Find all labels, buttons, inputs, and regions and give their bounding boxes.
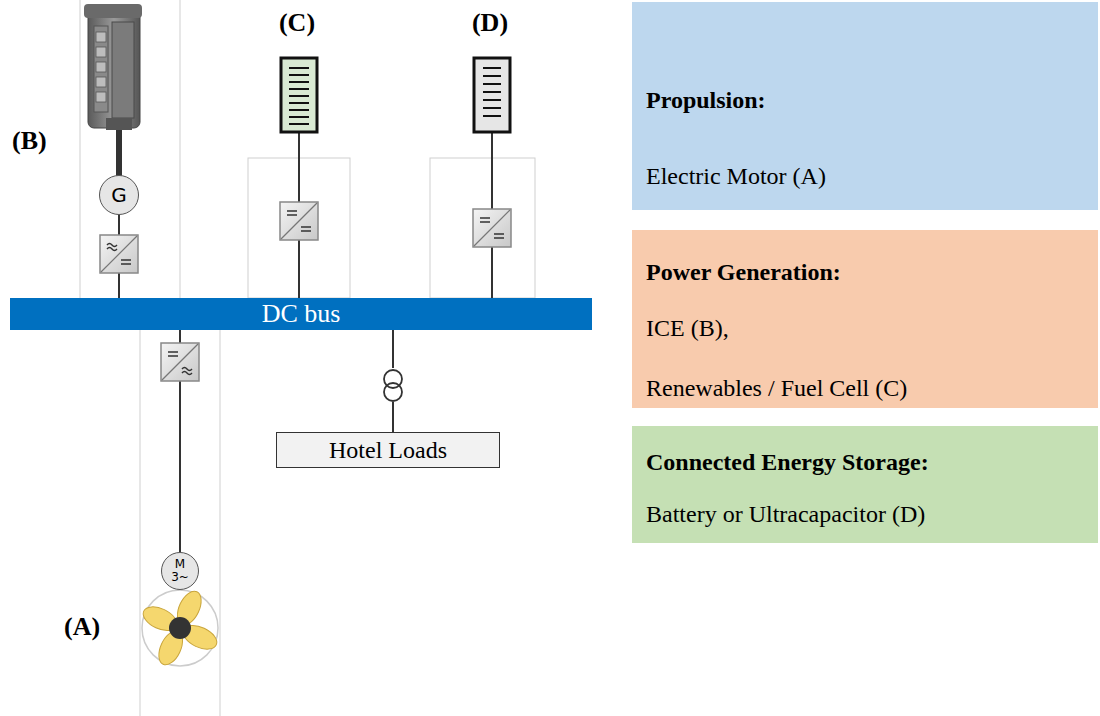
node-label: Hotel Loads <box>329 437 447 464</box>
legend-heading: Propulsion: <box>646 86 766 114</box>
hotel-loads-box: Hotel Loads <box>276 432 500 468</box>
motor-circle: M3~ <box>161 552 199 590</box>
node-label: G <box>111 185 127 206</box>
dc-ac-converter <box>161 343 199 381</box>
legend-text: Battery or Ultracapacitor (D) <box>646 500 925 528</box>
legend-heading: Connected Energy Storage: <box>646 448 929 476</box>
legend-panel: Power Generation: ICE (B), Renewables / Fu… <box>630 228 1100 410</box>
transformer-symbol <box>383 368 403 402</box>
fuel-cell-icon <box>281 58 317 132</box>
legend-text: Electric Motor (A) <box>646 162 826 190</box>
legend-heading: Power Generation: <box>646 258 841 286</box>
column-guides <box>80 0 535 716</box>
node-label: M <box>175 558 185 571</box>
callout-letter: (C) <box>279 8 315 38</box>
legend-panel: Propulsion: Electric Motor (A) <box>630 0 1100 212</box>
engine-illustration <box>84 4 142 176</box>
dc-dc-converter <box>280 202 318 240</box>
callout-letter: (B) <box>12 126 47 156</box>
legend-text: ICE (B), <box>646 314 729 342</box>
callout-letter: (D) <box>472 8 508 38</box>
wire <box>299 132 492 298</box>
dc-dc-converter <box>473 209 511 247</box>
node-label: 3~ <box>171 571 189 584</box>
callout-letter: (A) <box>64 612 100 642</box>
propeller-illustration <box>140 588 221 669</box>
legend-panel: Connected Energy Storage: Battery or Ultr… <box>630 424 1100 545</box>
dc-bus-bar: DC bus <box>10 298 592 330</box>
battery-icon <box>474 58 510 132</box>
legend-text: Renewables / Fuel Cell (C) <box>646 374 907 402</box>
ac-dc-converter <box>100 235 138 273</box>
generator-circle: G <box>99 175 139 215</box>
node-label: DC bus <box>262 299 341 329</box>
